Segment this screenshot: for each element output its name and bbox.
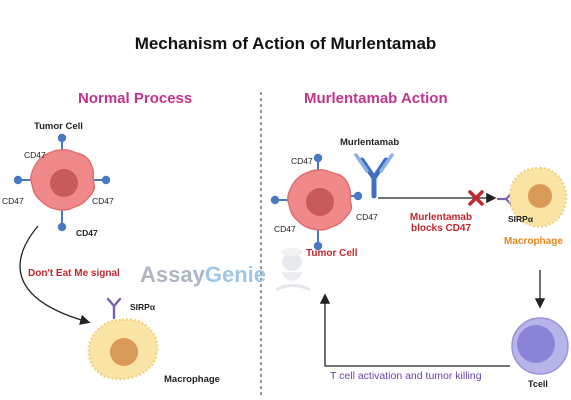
genie-watermark-icon (275, 248, 311, 292)
block-label-line2: blocks CD47 (410, 223, 472, 234)
tcell-nucleus (517, 325, 555, 363)
dont-eat-me-label: Don't Eat Me signal (28, 268, 120, 279)
right-section-heading: Murlentamab Action (304, 90, 448, 107)
antibody-label: Murlentamab (340, 137, 400, 148)
left-cd47-label-right: CD47 (92, 196, 114, 206)
right-macrophage (496, 166, 568, 228)
right-cd47-receptors (270, 153, 363, 251)
right-sirpa-receptor (496, 192, 513, 206)
right-tumor-nucleus (306, 188, 334, 216)
watermark-part1: Assay (140, 262, 205, 287)
left-macrophage (87, 297, 159, 381)
left-section-heading: Normal Process (78, 90, 193, 107)
block-label-line1: Murlentamab (409, 212, 473, 223)
right-tumor-cell (270, 153, 363, 251)
right-cd47-label-left: CD47 (274, 224, 296, 234)
left-cd47-receptors (13, 133, 111, 232)
left-tumor-cell (13, 133, 111, 232)
watermark-part2: Genie (204, 262, 266, 287)
right-macrophage-label: Macrophage (504, 236, 563, 247)
assaygenie-watermark: AssayGenie (140, 262, 266, 288)
tcell-label: Tcell (528, 379, 548, 389)
block-label: Murlentamab blocks CD47 (404, 212, 478, 234)
left-macrophage-nucleus (110, 338, 138, 366)
left-tumor-nucleus (50, 169, 78, 197)
page-title: Mechanism of Action of Murlentamab (134, 34, 437, 53)
left-tumor-cell-label: Tumor Cell (34, 121, 83, 132)
left-macrophage-label: Macrophage (164, 374, 220, 385)
tcell (511, 317, 569, 375)
left-cd47-label-left: CD47 (2, 196, 24, 206)
right-sirpa-label: SIRPα (508, 214, 534, 224)
activation-label: T cell activation and tumor killing (330, 370, 482, 382)
left-cd47-label-bottom: CD47 (76, 228, 98, 238)
left-sirpa-receptor (106, 297, 122, 320)
murlentamab-antibody (354, 153, 394, 199)
right-macrophage-nucleus (528, 184, 552, 208)
activation-arrow (319, 293, 510, 367)
right-tumor-cell-label: Tumor Cell (306, 248, 358, 259)
right-cd47-label-right: CD47 (356, 212, 378, 222)
right-cd47-label-top: CD47 (291, 156, 313, 166)
block-x-icon (468, 190, 484, 206)
left-cd47-label-top: CD47 (24, 150, 46, 160)
left-sirpa-label: SIRPα (130, 302, 156, 312)
left-signal-arrow (19, 225, 91, 325)
